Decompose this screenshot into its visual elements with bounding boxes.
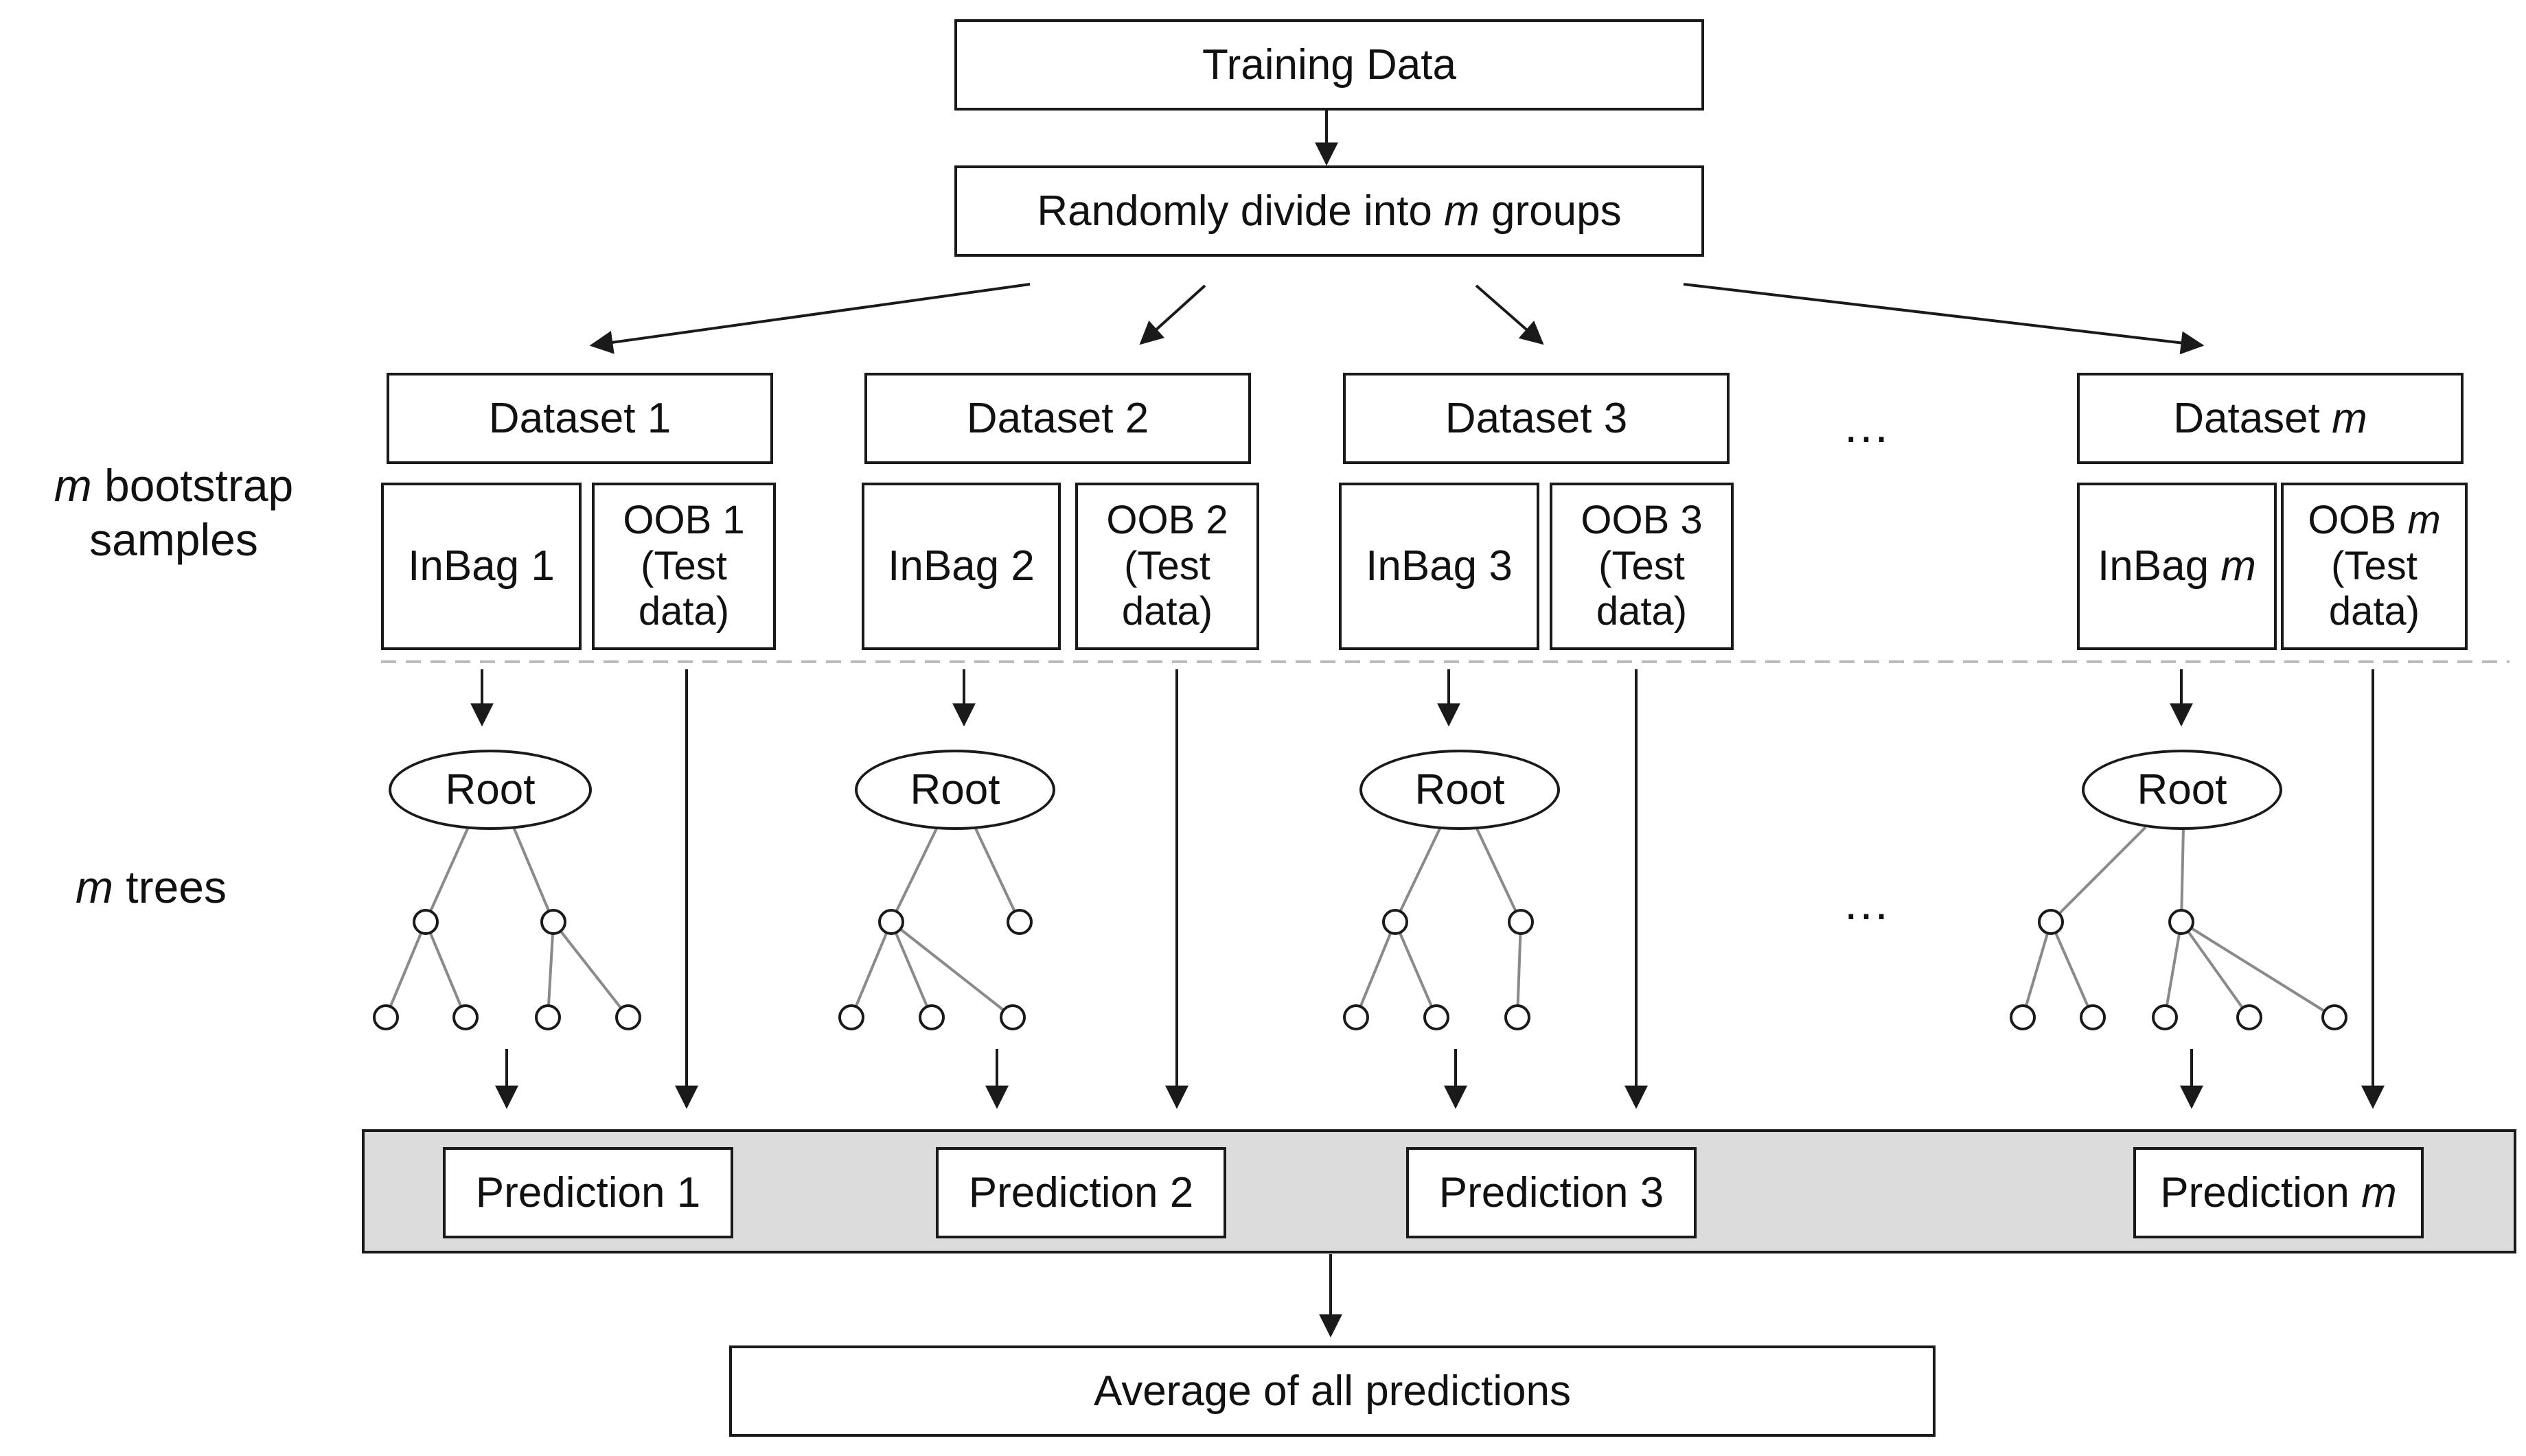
- inbag-3-box: InBag 3: [1339, 483, 1539, 650]
- arrow-divide-to-dataset-m: [1683, 283, 2205, 355]
- tree-node: [838, 1004, 864, 1030]
- row-label-bootstrap-samples: m bootstrap samples: [54, 460, 294, 566]
- tree-node: [878, 909, 904, 935]
- tree-node: [1007, 909, 1033, 935]
- average-box: Average of all predictions: [729, 1345, 1936, 1437]
- tree-node: [2080, 1004, 2106, 1030]
- tree-node: [2321, 1004, 2347, 1030]
- ellipsis-datasets: …: [1842, 399, 1894, 452]
- root-node-2: Root: [855, 750, 1055, 830]
- prediction-2-box: Prediction 2: [936, 1147, 1226, 1238]
- tree-node: [1382, 909, 1408, 935]
- arrow-divide-to-dataset-3: [1475, 284, 1544, 345]
- prediction-1-box: Prediction 1: [443, 1147, 733, 1238]
- tree-node: [2236, 1004, 2262, 1030]
- dataset-2-box: Dataset 2: [864, 373, 1251, 464]
- root-node-3: Root: [1359, 750, 1560, 830]
- divide-label: Randomly divide into m groups: [1037, 187, 1622, 235]
- arrow-divide-to-dataset-1: [589, 283, 1031, 354]
- ellipsis-trees: …: [1842, 876, 1894, 929]
- tree-node: [1000, 1004, 1026, 1030]
- tree-node: [615, 1004, 641, 1030]
- tree-node: [2168, 909, 2194, 935]
- oob-m-box: OOB m (Test data): [2281, 483, 2468, 650]
- tree-node: [535, 1004, 561, 1030]
- tree-node: [540, 909, 566, 935]
- tree-node: [2152, 1004, 2178, 1030]
- prediction-3-box: Prediction 3: [1406, 1147, 1697, 1238]
- dataset-3-box: Dataset 3: [1343, 373, 1730, 464]
- tree-node: [919, 1004, 945, 1030]
- oob-2-box: OOB 2 (Test data): [1075, 483, 1259, 650]
- inbag-1-box: InBag 1: [381, 483, 582, 650]
- prediction-m-box: Prediction m: [2133, 1147, 2424, 1238]
- training-data-label: Training Data: [1202, 41, 1456, 89]
- flow-arrows: [470, 110, 2385, 1338]
- inbag-m-box: InBag m: [2077, 483, 2277, 650]
- oob-1-box: OOB 1 (Test data): [592, 483, 776, 650]
- training-data-box: Training Data: [954, 19, 1704, 111]
- tree-nodes: [373, 909, 2347, 1030]
- tree-node: [1504, 1004, 1530, 1030]
- root-node-1: Root: [389, 750, 592, 830]
- root-node-m: Root: [2082, 750, 2282, 830]
- tree-node: [452, 1004, 479, 1030]
- tree-node: [2010, 1004, 2036, 1030]
- tree-node: [1508, 909, 1534, 935]
- row-label-trees: m trees: [75, 862, 227, 912]
- tree-node: [413, 909, 439, 935]
- oob-3-box: OOB 3 (Test data): [1550, 483, 1734, 650]
- inbag-2-box: InBag 2: [862, 483, 1061, 650]
- dataset-m-box: Dataset m: [2077, 373, 2464, 464]
- dataset-1-box: Dataset 1: [387, 373, 773, 464]
- arrow-divide-to-dataset-2: [1139, 284, 1206, 345]
- tree-node: [1343, 1004, 1369, 1030]
- tree-node: [1423, 1004, 1449, 1030]
- divide-box: Randomly divide into m groups: [954, 165, 1704, 257]
- tree-edges: [384, 826, 2336, 1019]
- tree-node: [373, 1004, 399, 1030]
- tree-node: [2038, 909, 2064, 935]
